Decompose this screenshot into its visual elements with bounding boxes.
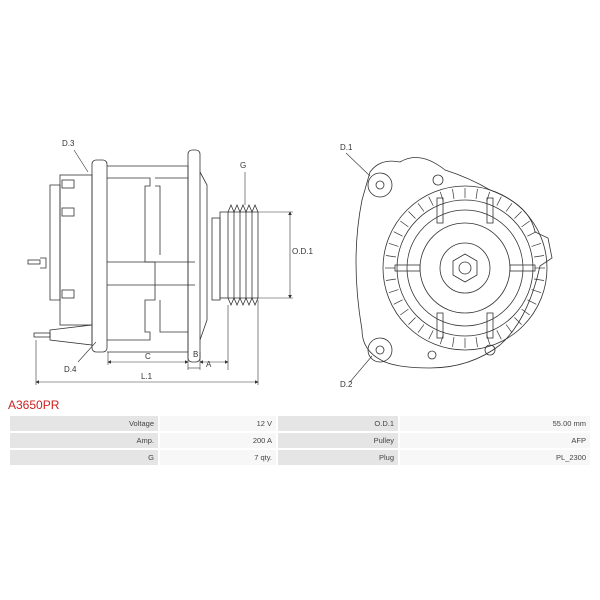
part-code: A3650PR xyxy=(8,398,60,412)
table-row: G 7 qty. Plug PL_2300 xyxy=(10,450,590,465)
vent-slot xyxy=(385,255,396,258)
spec-key: O.D.1 xyxy=(278,416,398,431)
label-d2: D.2 xyxy=(340,380,353,389)
vent-slot xyxy=(514,317,522,325)
vent-slot xyxy=(505,324,513,333)
technical-drawing: D.3 D.4 G O.D.1 C B A L.1 xyxy=(27,139,553,389)
vent-slot xyxy=(475,337,478,348)
spec-key: Pulley xyxy=(278,433,398,448)
label-d1: D.1 xyxy=(340,143,353,152)
vent-slot xyxy=(439,334,444,345)
side-dimensions xyxy=(35,149,293,385)
vent-slot xyxy=(452,337,455,348)
table-row: Voltage 12 V O.D.1 55.00 mm xyxy=(10,416,590,431)
vent-slot xyxy=(439,191,444,202)
vent-slot xyxy=(408,211,416,219)
vent-slot xyxy=(417,203,425,212)
label-d3: D.3 xyxy=(62,139,75,148)
leader-d1 xyxy=(345,152,371,177)
label-od1: O.D.1 xyxy=(292,247,313,256)
vent-slot xyxy=(428,196,434,206)
label-c: C xyxy=(145,352,151,361)
label-a: A xyxy=(206,360,212,369)
vent-slot xyxy=(531,289,542,294)
vent-slot xyxy=(514,211,522,219)
vent-slot xyxy=(408,317,416,325)
vent-slot xyxy=(486,334,491,345)
spec-key: Plug xyxy=(278,450,398,465)
vent-slot xyxy=(452,188,455,199)
front-view xyxy=(355,157,553,369)
vent-slot xyxy=(400,308,409,316)
spec-value: 7 qty. xyxy=(160,450,276,465)
vent-slot xyxy=(388,242,399,247)
vent-slot xyxy=(496,196,502,206)
spec-key: Amp. xyxy=(10,433,158,448)
vent-slot xyxy=(534,255,545,258)
spec-key: Voltage xyxy=(10,416,158,431)
label-l1: L.1 xyxy=(141,372,153,381)
vent-slot xyxy=(521,220,530,228)
vent-slot xyxy=(527,231,537,237)
vent-slot xyxy=(521,308,530,316)
vent-slots xyxy=(385,188,545,348)
label-b: B xyxy=(193,350,198,359)
vent-slot xyxy=(388,289,399,294)
spec-key: G xyxy=(10,450,158,465)
spec-value: 55.00 mm xyxy=(400,416,590,431)
vent-slot xyxy=(428,330,434,340)
spec-table: Voltage 12 V O.D.1 55.00 mm Amp. 200 A P… xyxy=(8,414,592,467)
label-d4: D.4 xyxy=(64,365,77,374)
table-row: Amp. 200 A Pulley AFP xyxy=(10,433,590,448)
vent-slot xyxy=(417,324,425,333)
spec-value: 200 A xyxy=(160,433,276,448)
vent-slot xyxy=(385,278,396,281)
vent-slot xyxy=(505,203,513,212)
vent-slot xyxy=(486,191,491,202)
side-view xyxy=(27,149,259,363)
vent-slot xyxy=(534,278,545,281)
vent-slot xyxy=(393,231,403,237)
vent-slot xyxy=(531,242,542,247)
leader-d2 xyxy=(349,355,373,383)
vent-slot xyxy=(393,299,403,305)
label-g: G xyxy=(240,161,246,170)
vent-slot xyxy=(400,220,409,228)
spec-value: PL_2300 xyxy=(400,450,590,465)
spec-value: 12 V xyxy=(160,416,276,431)
vent-slot xyxy=(527,299,537,305)
spec-value: AFP xyxy=(400,433,590,448)
vent-slot xyxy=(496,330,502,340)
vent-slot xyxy=(475,188,478,199)
